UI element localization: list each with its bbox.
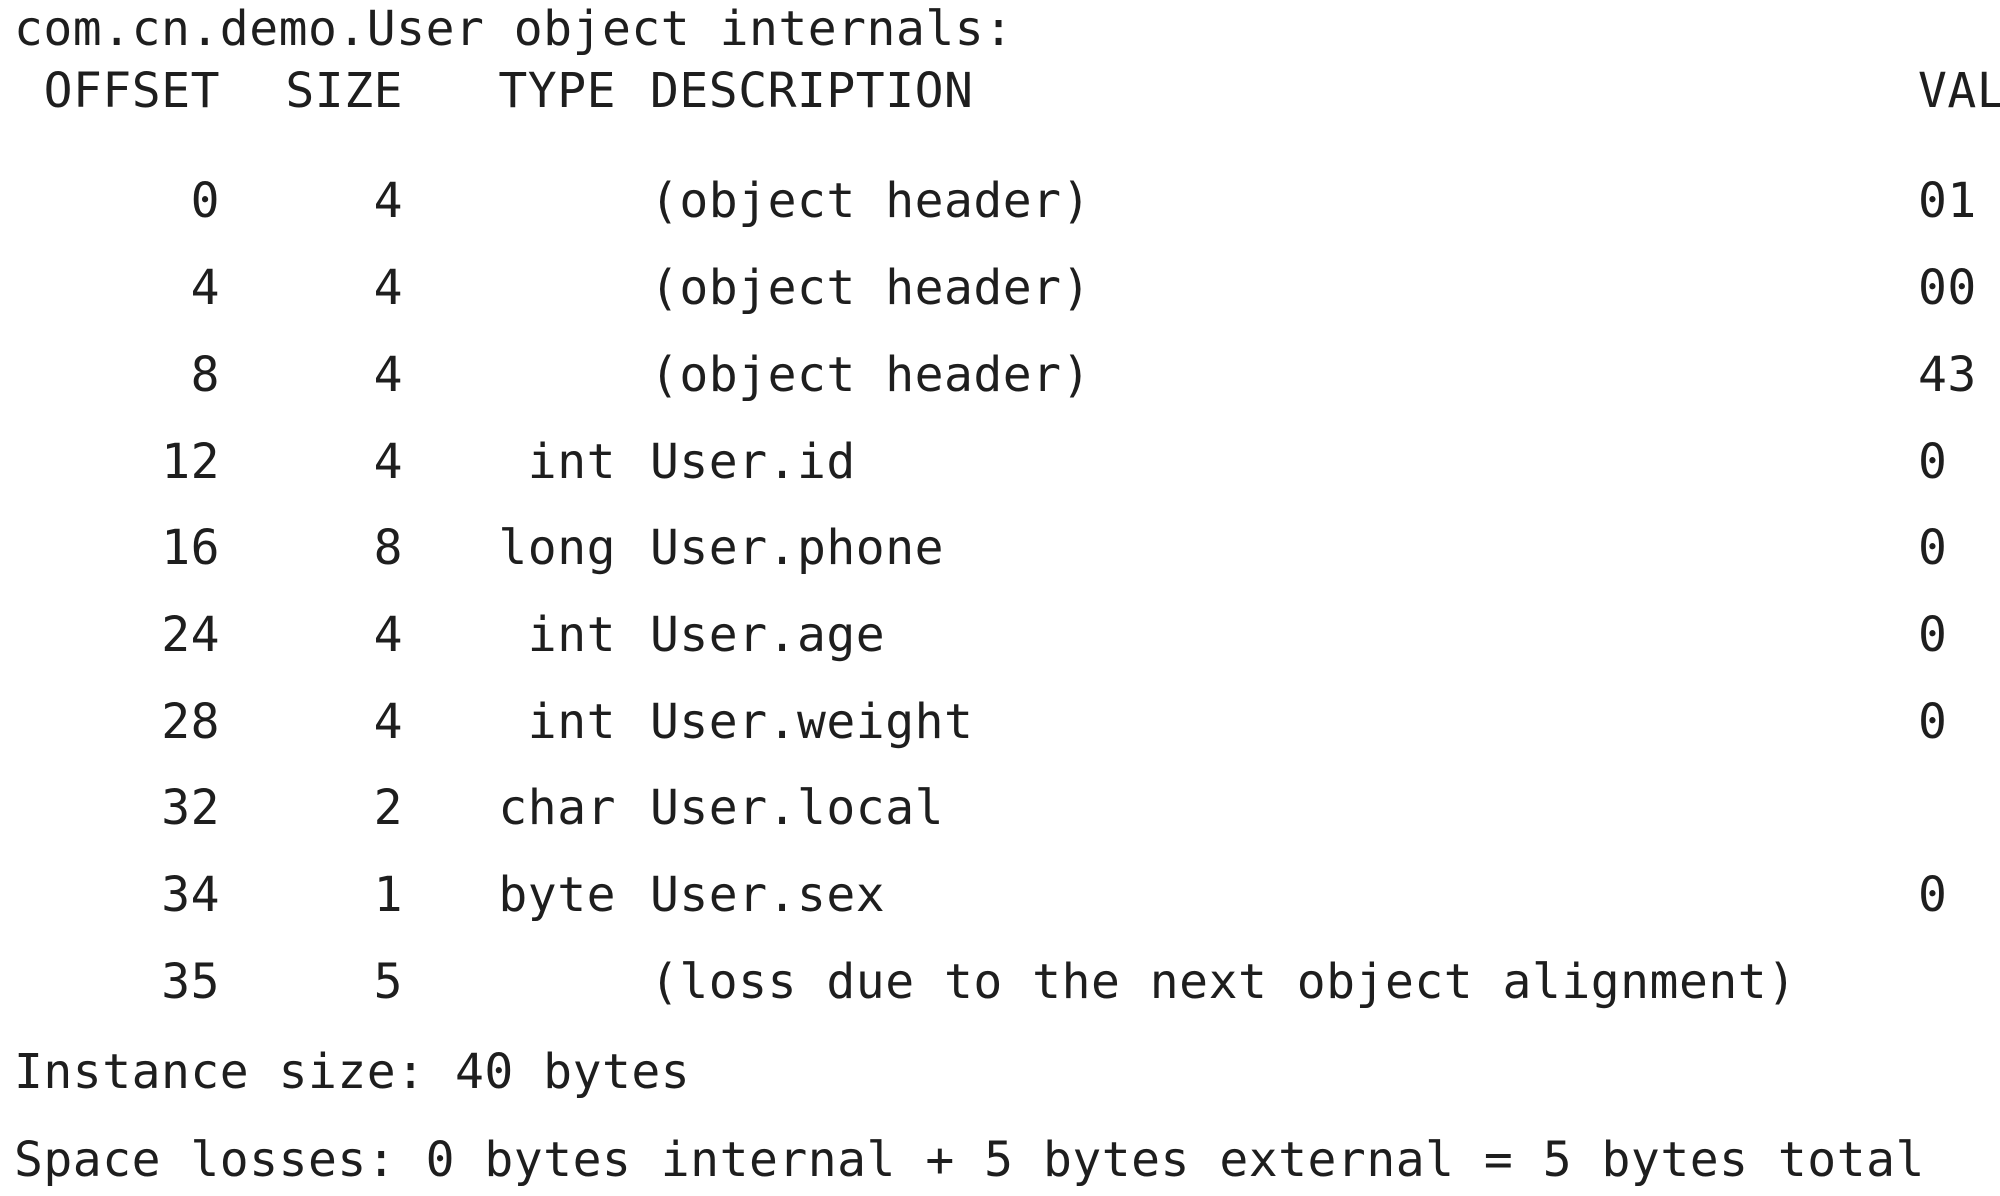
type-cell: byte xyxy=(498,867,616,923)
size-cell: 1 xyxy=(373,867,403,923)
size-cell: 4 xyxy=(373,607,403,663)
description-cell: (object header) xyxy=(650,347,1091,403)
offset-cell: 24 xyxy=(161,607,220,663)
description-cell: User.sex xyxy=(650,867,886,923)
description-cell: (object header) xyxy=(650,260,1091,316)
value-cell: 0 xyxy=(1918,607,1948,663)
size-cell: 4 xyxy=(373,434,403,490)
size-cell: 4 xyxy=(373,694,403,750)
size-cell: 5 xyxy=(373,954,403,1010)
description-cell: User.phone xyxy=(650,520,944,576)
instance-size-line: Instance size: 40 bytes xyxy=(14,1044,691,1100)
description-cell: User.weight xyxy=(650,694,974,750)
value-cell: 0 xyxy=(1918,520,1948,576)
value-cell: 01 xyxy=(1918,173,1977,229)
description-cell: User.id xyxy=(650,434,856,490)
offset-cell: 0 xyxy=(190,173,220,229)
size-cell: 2 xyxy=(373,780,403,836)
offset-cell: 4 xyxy=(190,260,220,316)
value-cell: 43 xyxy=(1918,347,1977,403)
value-header: VAL xyxy=(1918,63,2000,119)
size-cell: 8 xyxy=(373,520,403,576)
offset-cell: 28 xyxy=(161,694,220,750)
offset-header: OFFSET xyxy=(43,63,220,119)
type-cell: int xyxy=(527,607,616,663)
size-cell: 4 xyxy=(373,260,403,316)
description-cell: User.local xyxy=(650,780,944,836)
size-cell: 4 xyxy=(373,347,403,403)
space-losses-line: Space losses: 0 bytes internal + 5 bytes… xyxy=(14,1132,1925,1188)
offset-cell: 8 xyxy=(190,347,220,403)
value-cell: 0 xyxy=(1918,434,1948,490)
offset-cell: 32 xyxy=(161,780,220,836)
description-header: DESCRIPTION xyxy=(650,63,974,119)
value-cell: 0 xyxy=(1918,867,1948,923)
size-header: SIZE xyxy=(285,63,403,119)
object-title-line: com.cn.demo.User object internals: xyxy=(14,1,1014,57)
size-cell: 4 xyxy=(373,173,403,229)
offset-cell: 35 xyxy=(161,954,220,1010)
value-cell: 00 xyxy=(1918,260,1977,316)
offset-cell: 16 xyxy=(161,520,220,576)
description-cell: User.age xyxy=(650,607,886,663)
value-cell: 0 xyxy=(1918,694,1948,750)
type-cell: char xyxy=(498,780,616,836)
type-header: TYPE xyxy=(498,63,616,119)
offset-cell: 12 xyxy=(161,434,220,490)
type-cell: long xyxy=(498,520,616,576)
description-cell: (object header) xyxy=(650,173,1091,229)
type-cell: int xyxy=(527,694,616,750)
description-cell: (loss due to the next object alignment) xyxy=(650,954,1797,1010)
offset-cell: 34 xyxy=(161,867,220,923)
type-cell: int xyxy=(527,434,616,490)
